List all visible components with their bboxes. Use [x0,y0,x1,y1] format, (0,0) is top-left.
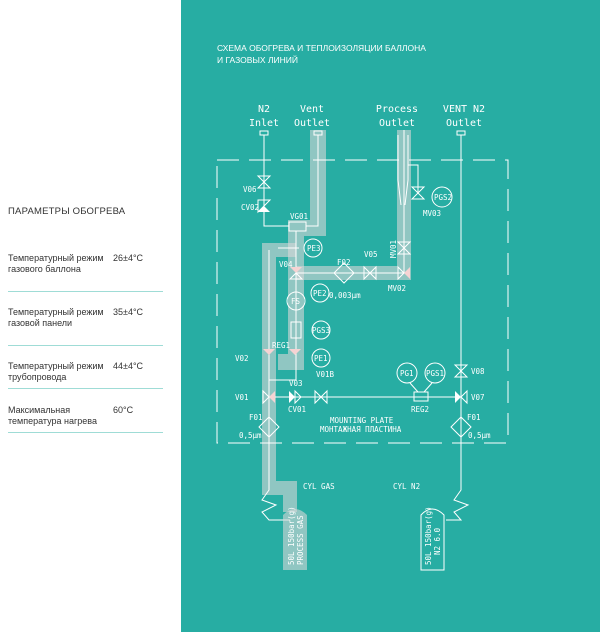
mounting-plate-boundary [216,159,509,444]
label-v06: V06 [243,185,257,194]
parameter-name: Температурный режим газовой панели [8,307,104,328]
valve-v06-icon [256,175,272,189]
parameter-value: 35±4°C [113,307,144,317]
filter-f01-right-icon [450,416,472,438]
diagram-title-line1: СХЕМА ОБОГРЕВА И ТЕПЛОИЗОЛЯЦИИ БАЛЛОНА [217,43,426,53]
flow-sensor-pgs3-box [290,321,302,339]
label-cv01: CV01 [288,405,306,414]
parameter-row: Температурный режим газового баллона 26±4… [8,253,163,292]
label-v01b: V01B [316,370,335,379]
port-process-outlet: Process [376,104,418,115]
label-fs: FS [291,297,301,306]
parameter-row: Температурный режим трубопровода 44±4°C [8,361,163,389]
gauge-pgs3-icon [311,320,331,340]
parameter-value: 26±4°C [113,253,144,263]
panel-title: ПАРАМЕТРЫ ОБОГРЕВА [8,206,126,217]
regulator-reg2-icon [413,391,429,402]
label-pe3: PE3 [307,244,321,253]
parameter-name: Максимальная температура нагрева [8,405,97,426]
diagram-title-line2: И ГАЗОВЫХ ЛИНИЙ [217,54,298,65]
label-v01: V01 [235,393,249,402]
cyl-gas-spec: 50L 150bar(g) [287,506,296,565]
valve-mv03-icon [410,186,426,200]
label-pe1: PE1 [314,354,328,363]
label-v08: V08 [471,367,485,376]
valve-v02-icon [263,349,275,355]
process-gas-cylinder [283,509,307,570]
check-valve-cv01-icon [289,391,295,403]
label-cyl-gas: CYL GAS [303,482,335,491]
label-mv03: MV03 [423,209,441,218]
valve-v01-icon [269,391,275,403]
check-valve-cv02-fill [258,206,270,212]
valve-mv01-icon [396,241,412,255]
label-pgs1: PGS1 [426,369,444,378]
label-mv01: MV01 [389,240,398,258]
parameter-value: 60°C [113,405,134,415]
parameter-row: Температурный режим газовой панели 35±4°C [8,307,163,346]
gauge-pe3-icon [303,238,323,258]
port-vent-n2-outlet-sub: Outlet [446,118,482,129]
port-vent-outlet: Vent [300,104,324,115]
label-v07: V07 [471,393,485,402]
parameter-value: 44±4°C [113,361,144,371]
label-reg2: REG2 [411,405,429,414]
cyl-n2-type: N2 6.0 [433,527,442,555]
label-f02: F02 [337,258,351,267]
valve-v04-icon [290,267,302,273]
label-mounting-plate: MOUNTING PLATE [330,416,394,425]
label-f01-left-size: 0,5µm [239,431,262,440]
parameter-name: Температурный режим трубопровода [8,361,104,382]
diagram-panel [181,0,600,632]
label-mv02: MV02 [388,284,406,293]
filter-f02-icon [333,262,355,284]
label-v05: V05 [364,250,378,259]
filter-f01-left-icon [258,416,280,438]
label-pgs2: PGS2 [434,193,452,202]
port-n2-inlet-sub: Inlet [249,118,279,129]
valves [256,175,469,405]
parameter-row: Максимальная температура нагрева 60°C [8,405,163,433]
n2-cylinder [420,508,445,571]
parameter-name: Температурный режим газового баллона [8,253,104,274]
valve-v07-icon [455,391,461,403]
label-reg1: REG1 [272,341,290,350]
label-f01-left: F01 [249,413,263,422]
cyl-n2-spec: 50L 150bar(g) [424,506,433,565]
label-v03: V03 [289,379,303,388]
label-f01-right-size: 0,5µm [468,431,491,440]
label-f02-size: 0,003µm [329,291,361,300]
label-pg1: PG1 [400,369,414,378]
label-pe2: PE2 [313,289,327,298]
port-vent-outlet-sub: Outlet [294,118,330,129]
label-v02: V02 [235,354,249,363]
cyl-gas-type: PROCESS GAS [296,515,305,565]
port-n2-inlet: N2 [258,104,270,115]
port-vent-n2-outlet: VENT N2 [443,104,485,115]
label-vg01: VG01 [290,212,308,221]
valve-mv02-icon [404,267,410,279]
label-f01-right: F01 [467,413,481,422]
gauge-pgs1-icon [424,362,446,384]
label-cv02: CV02 [241,203,259,212]
gauges [286,186,453,393]
port-process-outlet-sub: Outlet [379,118,415,129]
heated-lines [262,130,411,512]
gauge-pe2-icon [310,283,330,303]
gauge-pg1-icon [396,362,418,384]
label-v04: V04 [279,260,293,269]
heating-parameters-panel: ПАРАМЕТРЫ ОБОГРЕВА Температурный режим г… [0,0,181,632]
label-pgs3: PGS3 [312,326,330,335]
flow-switch-fs-icon [286,291,306,311]
regulator-reg1-icon [289,349,301,355]
gauge-pgs2-icon [431,186,453,208]
filters [258,262,472,438]
valve-v05-icon [363,265,377,281]
label-mounting-plate-ru: МОНТАЖНАЯ ПЛАСТИНА [320,425,402,434]
valve-v01b-icon [314,389,328,405]
valve-v08-icon [453,364,469,378]
gauge-pe1-icon [311,348,331,368]
label-cyl-n2: CYL N2 [393,482,420,491]
